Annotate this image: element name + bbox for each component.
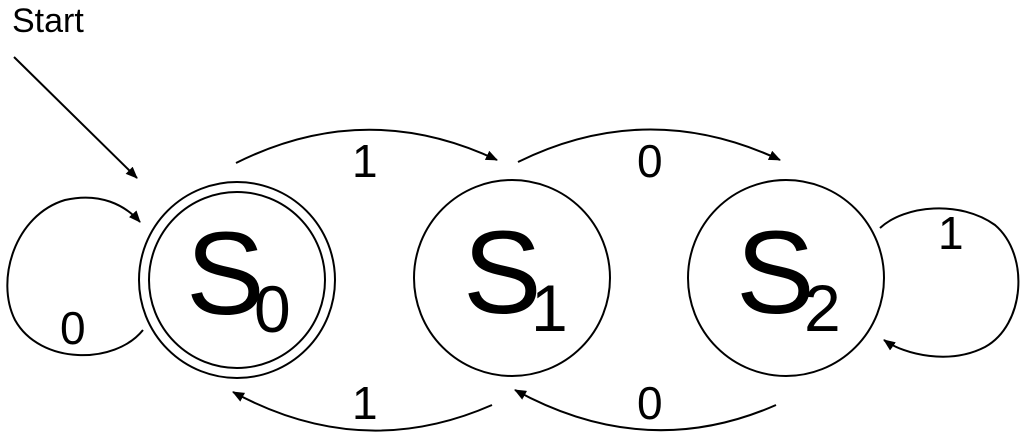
state-s1-sub: 1 <box>531 271 568 345</box>
state-s2-sub: 2 <box>804 271 841 345</box>
state-s2-circle <box>687 179 885 377</box>
edge-s1-s0-label: 1 <box>352 377 378 429</box>
state-s0-inner-circle <box>148 191 326 369</box>
edge-s2-s2 <box>879 207 1020 358</box>
edge-s0-s0-label: 0 <box>60 302 86 354</box>
state-s0-name: S <box>186 208 265 340</box>
state-s0-sub: 0 <box>254 272 291 346</box>
edge-s0-s0 <box>6 196 144 356</box>
edge-s1-s2-label: 0 <box>637 135 663 187</box>
edge-s1-s2 <box>517 128 781 163</box>
state-s1[interactable]: S 1 <box>413 179 611 377</box>
edge-s2-s1 <box>514 389 777 432</box>
edge-s2-s1-label: 0 <box>637 377 663 429</box>
state-s1-name: S <box>463 207 542 339</box>
edge-s1-s0 <box>232 391 493 432</box>
start-label: Start <box>12 2 84 40</box>
state-s1-circle <box>413 179 611 377</box>
state-s2[interactable]: S 2 <box>687 179 885 377</box>
start-arrow <box>13 56 138 179</box>
state-s0[interactable]: S 0 <box>138 181 336 379</box>
edge-s0-s1 <box>235 128 498 164</box>
edge-s2-s2-label: 1 <box>938 207 964 259</box>
edge-s0-s1-label: 1 <box>352 135 378 187</box>
state-s2-name: S <box>736 207 815 339</box>
state-s0-outer-circle <box>138 181 336 379</box>
